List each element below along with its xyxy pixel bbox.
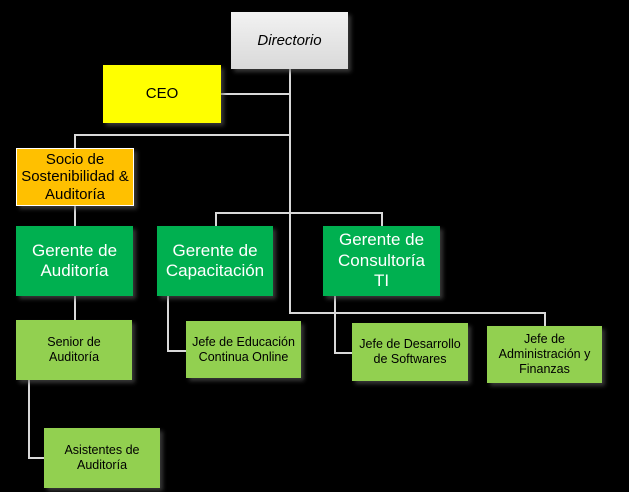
connector	[215, 212, 383, 214]
connector	[215, 212, 217, 226]
node-label: Socio de Sostenibilidad & Auditoría	[21, 151, 129, 203]
connector	[334, 352, 352, 354]
node-gerente-consultoria: Gerente de Consultoría TI	[323, 226, 440, 296]
connector	[74, 296, 76, 320]
node-label: Asistentes de Auditoría	[64, 443, 140, 472]
node-label: Directorio	[257, 31, 322, 49]
node-senior-auditoria: Senior de Auditoría	[16, 320, 132, 380]
node-gerente-auditoria: Gerente de Auditoría	[16, 226, 133, 296]
node-label: Jefe de Desarrollo de Softwares	[359, 337, 461, 366]
node-jefe-desarrollo: Jefe de Desarrollo de Softwares	[352, 323, 468, 381]
connector	[74, 206, 76, 226]
connector	[381, 212, 383, 226]
connector	[221, 93, 290, 95]
node-socio: Socio de Sostenibilidad & Auditoría	[16, 148, 134, 206]
connector	[289, 312, 545, 314]
node-jefe-educacion: Jefe de Educación Continua Online	[186, 321, 301, 378]
connector	[167, 296, 169, 352]
node-jefe-administracion: Jefe de Administración y Finanzas	[487, 326, 602, 383]
connector	[74, 134, 76, 148]
node-label: CEO	[145, 85, 179, 102]
node-label: Gerente de Auditoría	[31, 240, 118, 280]
connector	[544, 312, 546, 326]
connector	[28, 380, 30, 459]
node-directorio: Directorio	[231, 12, 348, 69]
connector	[28, 457, 44, 459]
connector	[334, 296, 336, 354]
node-asistentes-auditoria: Asistentes de Auditoría	[44, 428, 160, 488]
node-ceo: CEO	[103, 65, 221, 123]
node-label: Senior de Auditoría	[47, 335, 101, 364]
node-label: Jefe de Educación Continua Online	[192, 334, 295, 364]
connector	[167, 350, 186, 352]
node-label: Gerente de Capacitación	[165, 240, 265, 280]
node-gerente-capacitacion: Gerente de Capacitación	[157, 226, 273, 296]
node-label: Jefe de Administración y Finanzas	[498, 332, 591, 376]
connector	[74, 134, 290, 136]
node-label: Gerente de Consultoría TI	[338, 230, 425, 291]
connector	[289, 69, 291, 314]
